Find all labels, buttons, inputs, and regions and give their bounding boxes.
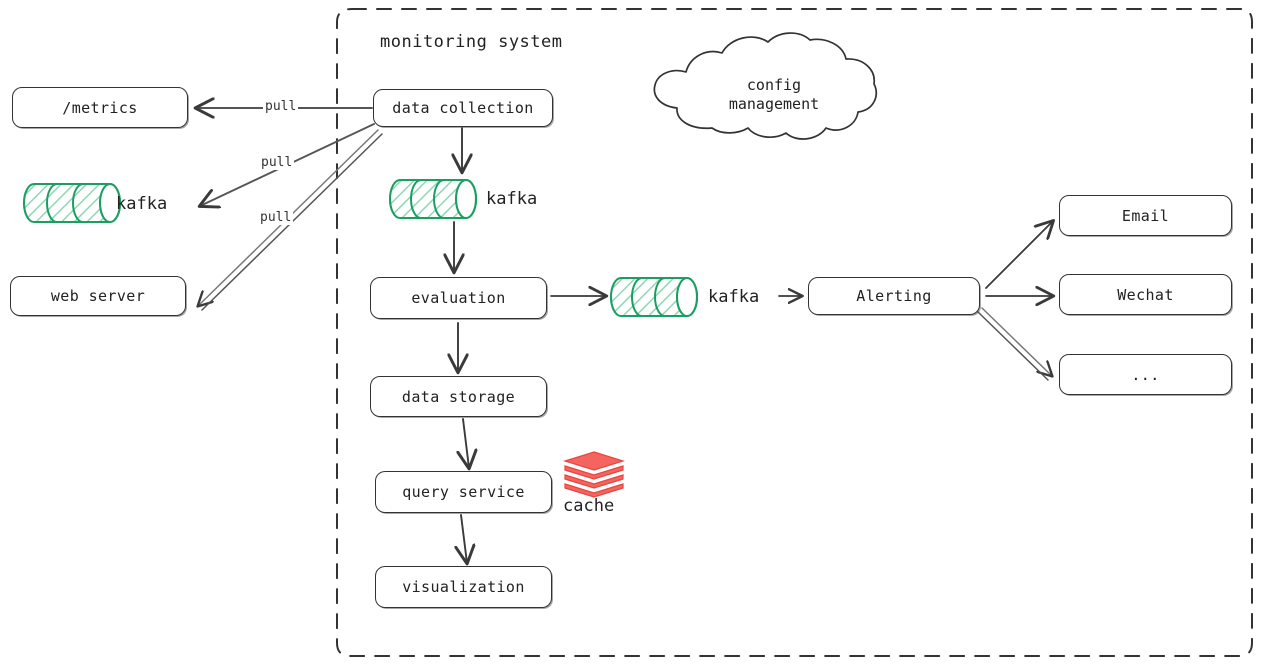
edge-label-pull-web-server: pull (258, 210, 294, 225)
node-data-collection-label: data collection (392, 99, 534, 117)
edge-alerting-to-email (985, 221, 1053, 289)
node-visualization[interactable]: visualization (375, 566, 552, 608)
node-alerting[interactable]: Alerting (808, 277, 980, 315)
kafka-center-label: kafka (486, 189, 538, 209)
node-visualization-label: visualization (402, 578, 525, 596)
page-title: monitoring system (380, 32, 563, 52)
kafka-alert-label: kafka (708, 287, 760, 307)
edge-label-pull-metrics: pull (263, 99, 299, 114)
node-email[interactable]: Email (1059, 195, 1232, 236)
edge-label-pull-kafka: pull (259, 155, 295, 170)
config-management-line1: config (746, 76, 802, 94)
kafka-cylinder-icon (609, 276, 699, 318)
monitoring-system-boundary (336, 8, 1253, 657)
node-email-label: Email (1121, 206, 1170, 225)
edge-alerting-to-more (977, 307, 1052, 381)
node-data-collection[interactable]: data collection (373, 89, 553, 127)
node-alerting-label: Alerting (856, 287, 932, 305)
node-evaluation-label: evaluation (411, 289, 506, 307)
node-query-service-label: query service (402, 483, 525, 501)
node-data-storage[interactable]: data storage (370, 376, 547, 417)
node-more-label: ... (1131, 365, 1160, 384)
node-web-server[interactable]: web server (10, 276, 186, 316)
cache-label: cache (563, 496, 615, 516)
node-metrics-label: /metrics (62, 98, 138, 117)
node-metrics[interactable]: /metrics (12, 87, 188, 128)
config-management-line2: management (728, 94, 820, 113)
node-web-server-label: web server (50, 287, 146, 305)
node-wechat-label: Wechat (1117, 285, 1174, 304)
kafka-cylinder-icon (22, 182, 122, 224)
kafka-left-label: kafka (116, 194, 168, 214)
node-data-storage-label: data storage (401, 387, 516, 406)
node-query-service[interactable]: query service (375, 471, 552, 513)
cache-stack-icon (562, 451, 626, 498)
config-management-cloud (653, 32, 878, 140)
node-more[interactable]: ... (1059, 354, 1232, 395)
edge-query-service-to-visualization (461, 514, 467, 563)
config-management-label: config management (694, 76, 854, 114)
node-evaluation[interactable]: evaluation (370, 277, 547, 319)
edge-data-storage-to-query-service (463, 418, 469, 468)
node-wechat[interactable]: Wechat (1059, 274, 1232, 315)
kafka-cylinder-icon (388, 178, 478, 220)
